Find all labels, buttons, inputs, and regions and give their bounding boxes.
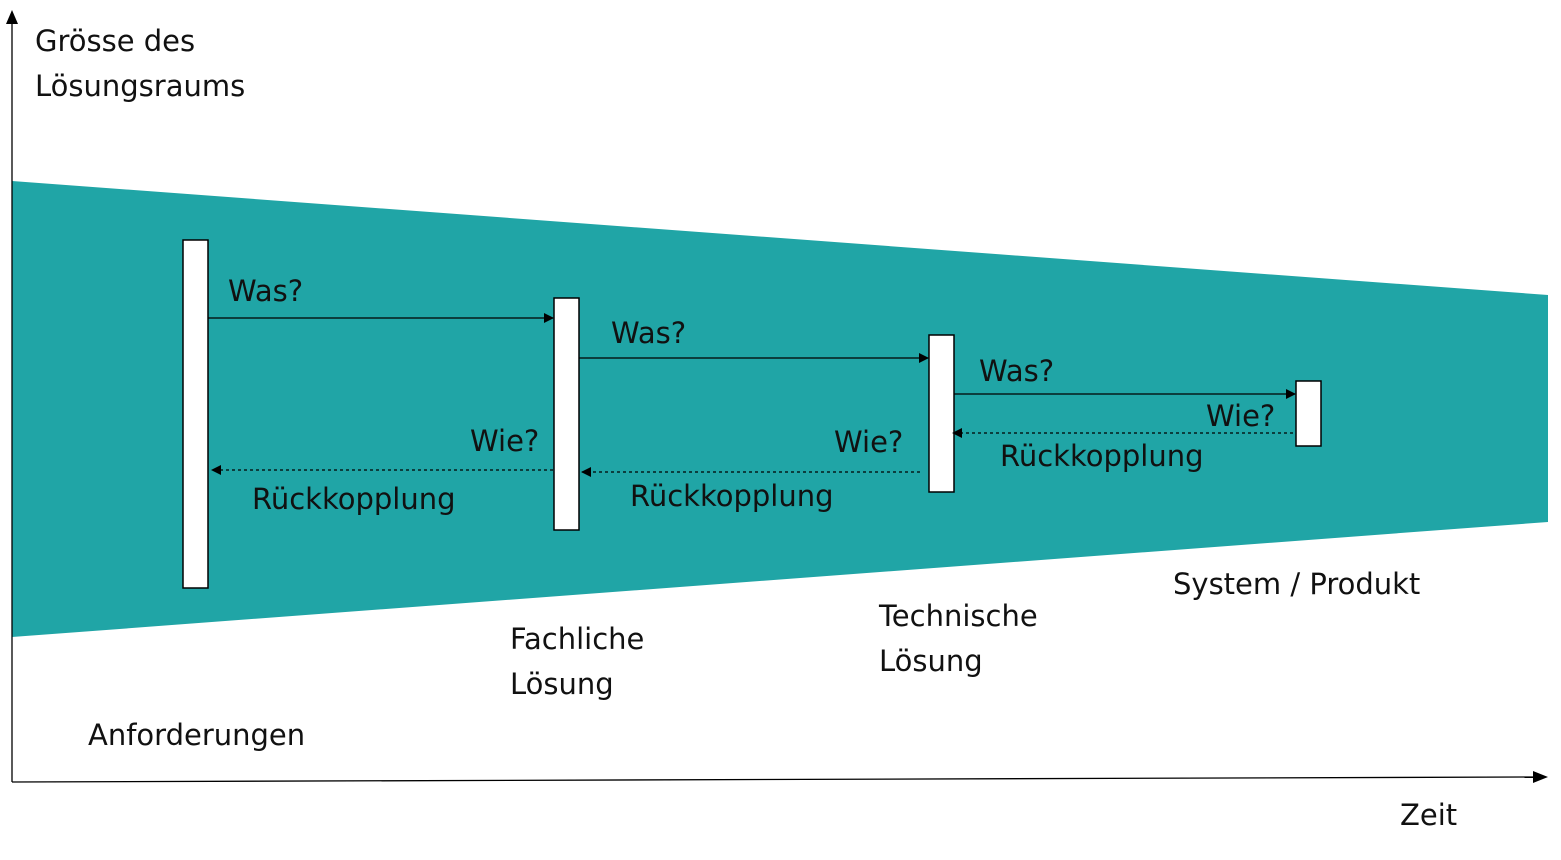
was-label-2: Was? [611, 316, 687, 350]
was-label-3: Was? [979, 354, 1055, 388]
wie-label-2: Wie? [834, 425, 904, 459]
functional-solution-bar [553, 297, 580, 531]
technical-solution-label-line1: Technische [879, 599, 1038, 633]
feedback-label-2: Rückkopplung [630, 479, 834, 513]
system-product-label: System / Produkt [1173, 567, 1421, 601]
requirements-label: Anforderungen [88, 718, 306, 752]
feedback-label-3: Rückkopplung [1000, 439, 1204, 473]
wie-label-1: Wie? [470, 424, 540, 458]
y-axis-label-line1: Grösse des [35, 24, 196, 58]
feedback-label-1: Rückkopplung [252, 482, 456, 516]
functional-solution-label-line2: Lösung [510, 667, 614, 701]
x-axis [11, 776, 1535, 783]
technical-solution-label-line2: Lösung [879, 644, 983, 678]
y-axis-label-line2: Lösungsraums [35, 69, 246, 103]
x-axis-label: Zeit [1400, 798, 1458, 832]
was-label-1: Was? [228, 274, 304, 308]
requirements-bar [182, 239, 209, 589]
functional-solution-label-line1: Fachliche [510, 622, 645, 656]
x-axis-arrowhead [1533, 771, 1548, 783]
wie-label-3: Wie? [1206, 399, 1276, 433]
solution-space-funnel [12, 181, 1548, 637]
technical-solution-bar [928, 334, 955, 493]
y-axis-arrowhead [6, 10, 18, 24]
system-product-bar [1295, 380, 1322, 447]
